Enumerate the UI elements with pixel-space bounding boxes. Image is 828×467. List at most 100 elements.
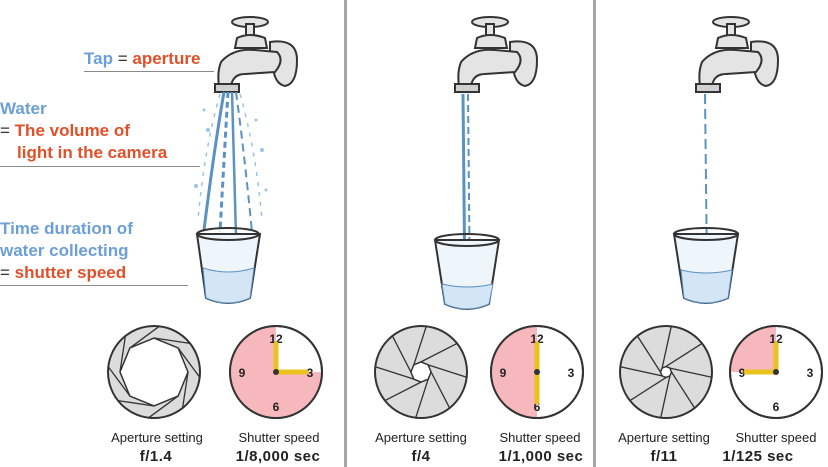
- time-underline: [0, 285, 188, 286]
- aperture-blade-edge: [660, 375, 671, 418]
- water-meaning-2: light in the camera: [17, 142, 167, 164]
- aperture-blade-edge: [629, 376, 667, 402]
- clock-pivot: [773, 369, 779, 375]
- shutter-caption: Shutter speed: [499, 430, 581, 445]
- water-stream-wide: [197, 91, 263, 237]
- clock-pivot: [273, 369, 279, 375]
- faucet-illustration: [695, 16, 780, 93]
- aperture-blade-edge: [430, 371, 451, 409]
- time-line1: Time duration of: [0, 219, 133, 238]
- tap-underline: [84, 71, 214, 72]
- clock-rim: [729, 325, 823, 419]
- panel-divider: [344, 0, 347, 467]
- clock-number: 9: [739, 366, 746, 380]
- shutter-value: 1/1,000 sec: [498, 448, 584, 465]
- clock-number: 9: [239, 366, 246, 380]
- shutter-caption: Shutter speed: [238, 430, 320, 445]
- tap-word: Tap: [84, 49, 113, 68]
- time-meaning-text: shutter speed: [14, 263, 127, 282]
- shutter-clock: 12 3 6 9: [729, 325, 823, 419]
- clock-number: 6: [773, 400, 780, 414]
- aperture-blade-edge: [636, 335, 662, 373]
- clock-number: 3: [307, 366, 314, 380]
- aperture-blade-edge: [375, 366, 415, 380]
- time-line2: water collecting: [0, 241, 129, 260]
- aperture-caption: Aperture setting: [111, 430, 203, 445]
- aperture-blade-edge: [427, 364, 467, 378]
- glass: [195, 227, 262, 304]
- aperture-value: f/11: [650, 448, 678, 465]
- clock-elapsed-sector: [491, 326, 537, 418]
- aperture-blade-edge: [661, 326, 672, 369]
- aperture-blade-edge: [670, 371, 696, 409]
- panel-f4: 12 3 6 9 Aperture setting f/4 Shutter speed…: [347, 0, 593, 467]
- glass: [672, 227, 740, 304]
- aperture-opening: [410, 361, 432, 383]
- clock-number: 3: [568, 366, 575, 380]
- aperture-blade-edge: [153, 337, 191, 345]
- time-label-2: water collecting: [0, 240, 128, 262]
- water-meaning-line1: The volume of: [14, 121, 130, 140]
- clock-number: 9: [500, 366, 507, 380]
- glass: [433, 233, 501, 310]
- aperture-opening: [659, 365, 673, 379]
- clock-number: 12: [530, 332, 544, 346]
- clock-number: 6: [534, 400, 541, 414]
- aperture-diagram: [107, 325, 201, 419]
- faucet-illustration: [454, 16, 539, 93]
- panel-divider: [593, 0, 596, 467]
- aperture-blade-edge: [119, 335, 127, 373]
- aperture-blade-edge: [384, 381, 422, 402]
- shutter-value: 1/125 sec: [722, 448, 794, 465]
- water-underline: [0, 166, 200, 167]
- aperture-caption: Aperture setting: [375, 430, 467, 445]
- aperture-value: f/1.4: [139, 448, 173, 465]
- aperture-blade-edge: [415, 378, 429, 418]
- scene-wide-aperture: [194, 16, 299, 304]
- aperture-blade-edge: [420, 342, 458, 363]
- tap-equals: =: [117, 49, 128, 68]
- aperture-blade-edge: [413, 326, 427, 366]
- clock-number: 12: [269, 332, 283, 346]
- water-meaning: = The volume of: [0, 120, 130, 142]
- aperture-blade-edge: [107, 366, 131, 397]
- clock-pivot: [534, 369, 540, 375]
- aperture-blade-edge: [665, 342, 703, 368]
- time-equals: =: [0, 263, 10, 282]
- shutter-clock: 12 3 6 9: [229, 325, 323, 419]
- shutter-value: 1/8,000 sec: [235, 448, 321, 465]
- water-droplets: [194, 108, 268, 192]
- aperture-caption: Aperture setting: [618, 430, 710, 445]
- aperture-blade-edge: [181, 371, 189, 409]
- aperture-blade-edge: [669, 367, 712, 378]
- aperture-blade-edge: [148, 395, 179, 419]
- aperture-diagram: [374, 325, 468, 419]
- aperture-value: f/4: [411, 448, 431, 465]
- aperture-blade-edge: [129, 325, 160, 349]
- aperture-diagram: [619, 325, 713, 419]
- water-equals: =: [0, 121, 10, 140]
- faucet-illustration: [214, 16, 299, 93]
- aperture-blade-edge: [117, 399, 155, 407]
- time-label-1: Time duration of: [0, 218, 133, 240]
- clock-rim: [490, 325, 584, 419]
- aperture-blade-edge: [177, 347, 201, 378]
- tap-label: Tap = aperture: [84, 48, 200, 70]
- panel-f11: 12 3 6 9 Aperture setting f/11 Shutter spee…: [596, 0, 828, 467]
- clock-number: 12: [769, 332, 783, 346]
- aperture-opening: [119, 337, 189, 407]
- aperture-blade-edge: [620, 366, 663, 377]
- water-word: Water: [0, 99, 47, 118]
- aperture-blade-edge: [391, 335, 412, 373]
- time-meaning: = shutter speed: [0, 262, 126, 284]
- scene-narrow-aperture: [672, 16, 780, 304]
- shutter-clock: 12 3 6 9: [490, 325, 584, 419]
- panel-f1-4: Tap = aperture Water = The volume of lig…: [0, 0, 344, 467]
- clock-elapsed-sector: [730, 326, 776, 372]
- clock-number: 3: [807, 366, 814, 380]
- clock-rim: [229, 325, 323, 419]
- clock-number: 6: [273, 400, 280, 414]
- shutter-caption: Shutter speed: [735, 430, 817, 445]
- tap-meaning: aperture: [132, 49, 201, 68]
- scene-medium-aperture: [433, 16, 539, 310]
